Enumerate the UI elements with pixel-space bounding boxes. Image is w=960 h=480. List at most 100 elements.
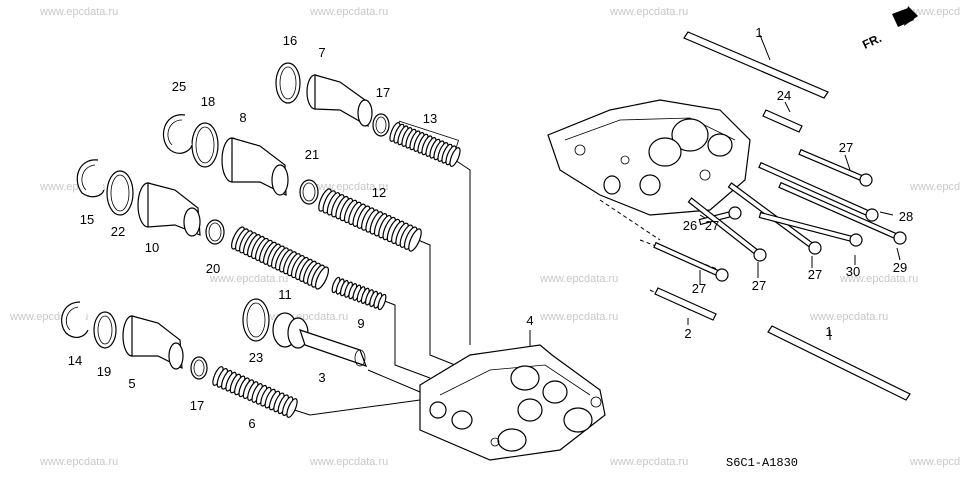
bolt-head (893, 231, 907, 245)
diagram-code: S6C1-A1830 (726, 456, 798, 470)
ring-21 (299, 179, 319, 205)
piston-3 (272, 312, 368, 367)
watermark-text: www.epcdata.ru (539, 273, 618, 285)
pin-24 (762, 109, 803, 133)
callout-25: 25 (172, 79, 186, 94)
callout-12: 12 (372, 185, 386, 200)
sleeve-7 (306, 74, 373, 128)
ring-23 (242, 298, 270, 342)
bolt-head (808, 241, 822, 255)
bolt-27e (758, 161, 879, 222)
callout-27d: 27 (808, 267, 822, 282)
clip-25 (163, 114, 193, 154)
bolt-shaft (687, 197, 763, 258)
pin-2 (654, 287, 717, 321)
bolts (653, 148, 907, 282)
callout-1a: 1 (755, 25, 762, 40)
callout-17a: 17 (376, 85, 390, 100)
callout-27e: 27 (705, 218, 719, 233)
callout-27b: 27 (692, 281, 706, 296)
callout-24: 24 (777, 88, 791, 103)
callout-27c: 27 (752, 278, 766, 293)
callout-11: 11 (278, 287, 292, 302)
callout-22: 22 (111, 224, 125, 239)
spring-12 (318, 188, 422, 252)
watermark-text: www.epcdata.ru (39, 456, 118, 468)
callout-1b: 1 (825, 324, 832, 339)
spring-coil (449, 147, 461, 167)
callout-30: 30 (846, 264, 860, 279)
callout-15: 15 (80, 212, 94, 227)
callout-20: 20 (206, 261, 220, 276)
watermark-text: www.epcdata.ru (909, 181, 960, 193)
callout-16: 16 (283, 33, 297, 48)
spring-coil (314, 266, 330, 290)
main-valve-body (547, 99, 751, 216)
bolt-head (849, 233, 863, 247)
callout-2: 2 (684, 326, 691, 341)
watermark-text: www.epcdata.ru (609, 456, 688, 468)
ring-20 (205, 219, 225, 245)
spring-9 (331, 276, 387, 311)
springs (212, 122, 461, 418)
bolt-30 (758, 211, 863, 247)
sleeve-5 (122, 315, 184, 370)
bolt-27c (687, 197, 767, 262)
ring-17-bottom (190, 356, 208, 380)
sleeve-10 (137, 182, 201, 237)
bolt-shaft (653, 241, 724, 279)
watermark-text: www.epcdata.ru (909, 456, 960, 468)
callout-21: 21 (305, 147, 319, 162)
watermark-text: www.epcdata.ru (809, 311, 888, 323)
clip-15 (76, 159, 105, 198)
callout-7: 7 (318, 45, 325, 60)
bolt-1-bottom (767, 325, 911, 401)
callout-29: 29 (893, 260, 907, 275)
callout-14: 14 (68, 353, 82, 368)
bolt-head (865, 208, 879, 222)
watermark-text: www.epcdata.ru (539, 311, 618, 323)
spring-coil (408, 228, 422, 252)
bolt-head (728, 206, 742, 220)
bolt-shaft (758, 161, 874, 219)
callout-26: 26 (683, 218, 697, 233)
watermark-text: www.epcdata.ru (309, 456, 388, 468)
spring-6 (212, 366, 298, 418)
callout-17b: 17 (190, 398, 204, 413)
watermark-text: www.epcdata.ru (909, 6, 960, 18)
callout-10: 10 (145, 240, 159, 255)
watermark-text: www.epcdata.ru (309, 6, 388, 18)
valve-body-4 (419, 344, 606, 461)
bolt-shaft (798, 148, 868, 184)
bolt-shaft (758, 211, 858, 244)
bolt-29 (778, 181, 907, 245)
bolt-head (753, 248, 767, 262)
callout-28: 28 (899, 209, 913, 224)
callout-4: 4 (526, 313, 533, 328)
bolt-27b (653, 241, 729, 282)
bolt-27a (798, 148, 873, 187)
front-indicator-label: FR. (860, 31, 883, 52)
callout-5: 5 (128, 376, 135, 391)
watermark-text: www.epcdata.ru (209, 273, 288, 285)
callout-19: 19 (97, 364, 111, 379)
watermark-text: www.epcdata.ru (39, 6, 118, 18)
bolt-head (859, 173, 873, 187)
callout-23: 23 (249, 350, 263, 365)
ring-16 (275, 62, 301, 104)
watermark-text: www.epcdata.ru (609, 6, 688, 18)
sleeve-8 (221, 137, 289, 196)
bolt-1-top (683, 31, 829, 99)
ring-19 (93, 311, 117, 349)
ring-22 (106, 170, 134, 216)
clip-14 (61, 301, 89, 339)
callout-numbers: 1 1 2 3 4 5 6 7 8 9 10 11 12 13 14 15 16… (68, 25, 913, 431)
callout-18: 18 (201, 94, 215, 109)
spring-coil (286, 398, 298, 418)
front-direction-arrow: FR. (860, 6, 918, 52)
callout-3: 3 (318, 370, 325, 385)
bolt-head (715, 268, 729, 282)
ring-18 (191, 122, 219, 168)
callout-6: 6 (248, 416, 255, 431)
